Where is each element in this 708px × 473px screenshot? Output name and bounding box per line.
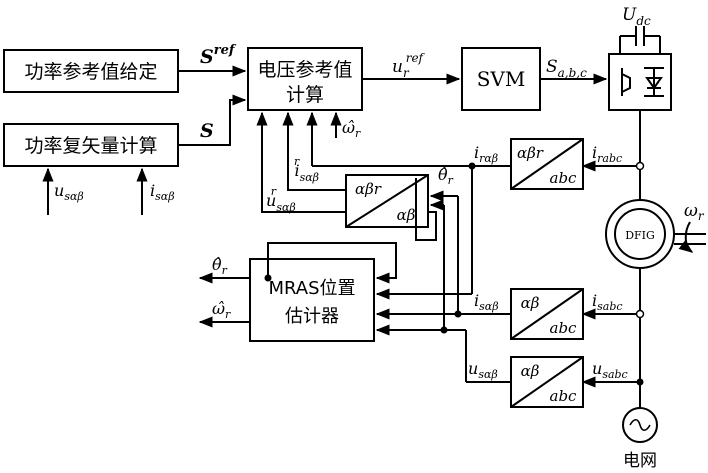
omega-hat-input-label: ω̂r — [342, 118, 361, 140]
i-sabc-label: isabc — [592, 291, 623, 313]
ur-ref-label: urref — [392, 51, 426, 80]
dfig-machine-inner — [614, 208, 666, 260]
mras-label-2: 估计器 — [285, 306, 339, 327]
voltage-ref-label-2: 计算 — [286, 84, 324, 106]
omega-hat-output-label: ω̂r — [212, 299, 231, 321]
s-label: S — [200, 120, 214, 142]
omega-r-label: ωr — [684, 201, 705, 223]
us-input-label: usαβ — [54, 181, 84, 203]
us-r-label: usαβr — [266, 185, 296, 214]
converter-block — [608, 53, 672, 111]
svm-label: SVM — [477, 67, 526, 91]
inverse-transform-top: αβr — [355, 180, 382, 198]
rotor-transform-top: αβr — [517, 144, 544, 162]
u-sabc-label: usabc — [592, 359, 628, 381]
rotor-transform-bottom: abc — [550, 169, 578, 187]
grid-label: 电网 — [623, 451, 657, 471]
s-ref-label: Sref — [200, 43, 237, 68]
switch-signal-label: Sa,b,c — [546, 57, 587, 80]
inverse-transform-bottom: αβ — [397, 206, 416, 224]
stator-i-transform-bottom: abc — [550, 319, 578, 337]
is-alphabeta-label: isαβ — [474, 291, 499, 313]
theta-hat-output-label: θ̂r — [212, 255, 228, 277]
mras-label-1: MRAS位置 — [268, 278, 355, 299]
voltage-ref-label-1: 电压参考值 — [257, 59, 352, 81]
theta-hat-mid-label: θ̂r — [438, 165, 454, 187]
is-r-label: isαβr — [294, 155, 319, 184]
i-rabc-label: irabc — [592, 143, 622, 165]
stator-i-transform-top: αβ — [521, 294, 540, 312]
transform-inverse-block — [345, 174, 429, 228]
power-ref-label: 功率参考值给定 — [24, 61, 157, 83]
i-ralphabeta-label: irαβ — [474, 143, 498, 165]
mras-block — [249, 258, 375, 342]
stator-u-transform-bottom: abc — [550, 387, 578, 405]
is-input-label: isαβ — [150, 181, 175, 203]
udc-label: Udc — [622, 5, 651, 28]
us-alphabeta-label: usαβ — [468, 359, 498, 381]
dfig-label: DFIG — [625, 229, 655, 242]
power-calc-label: 功率复矢量计算 — [24, 135, 157, 157]
stator-u-transform-top: αβ — [521, 362, 540, 380]
